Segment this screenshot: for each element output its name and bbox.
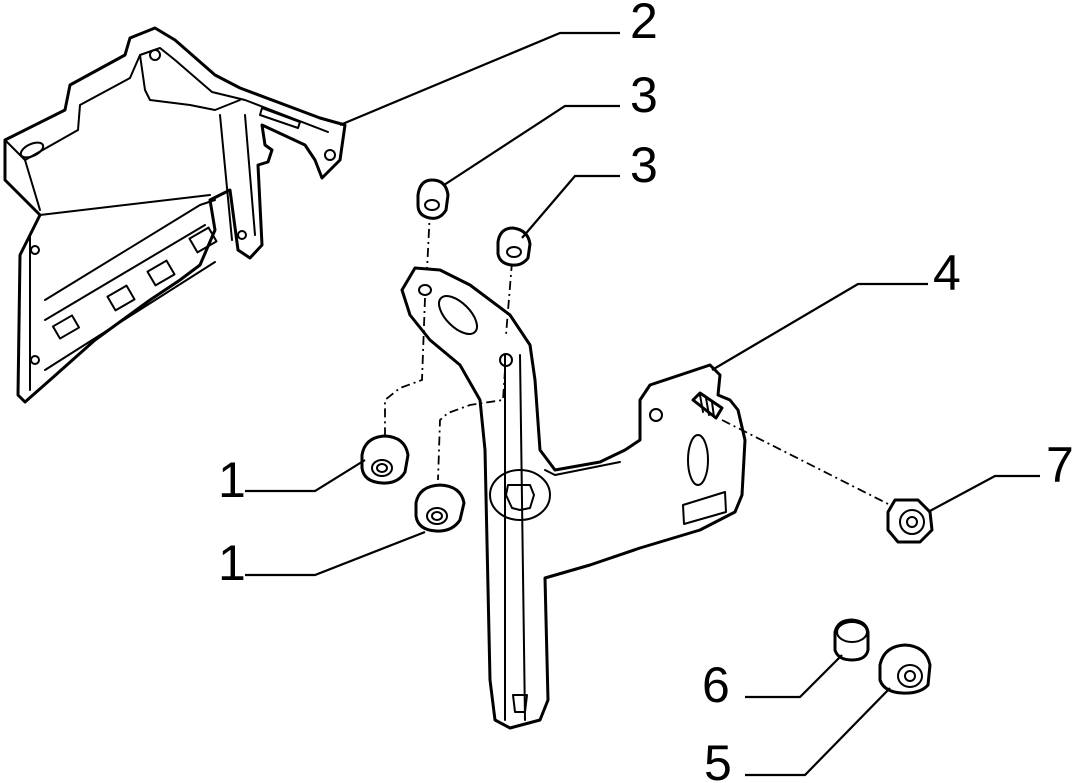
leader-6 <box>745 654 843 699</box>
callout-1b: 1 <box>218 535 246 591</box>
part-7-flange-nut <box>886 498 934 544</box>
callout-3a: 3 <box>630 67 658 123</box>
leader-1b <box>245 530 426 577</box>
leader-1a <box>245 459 366 493</box>
part-5-flange-nut <box>878 643 932 695</box>
part-2-cage-bracket <box>3 26 347 404</box>
callout-numbers: 2 3 3 4 1 1 7 6 5 <box>218 0 1074 783</box>
leader-3b <box>521 174 620 239</box>
part-4-support-plate <box>400 266 747 730</box>
callout-2: 2 <box>630 0 658 49</box>
leader-5 <box>745 687 891 777</box>
leader-3a <box>443 104 620 186</box>
callout-3b: 3 <box>630 137 658 193</box>
part-3-grommet-a <box>416 178 450 220</box>
leader-2 <box>339 31 620 127</box>
callout-1a: 1 <box>218 452 246 508</box>
leader-lines <box>245 31 1040 777</box>
assembly-lines <box>384 209 901 511</box>
leader-7 <box>927 474 1040 513</box>
callout-7: 7 <box>1046 437 1074 493</box>
part-1-mount-a <box>360 434 410 485</box>
part-6-spacer <box>833 618 870 662</box>
callout-6: 6 <box>702 657 730 713</box>
leader-4 <box>711 282 928 371</box>
callout-4: 4 <box>933 245 961 301</box>
part-1-mount-b <box>414 483 466 533</box>
callout-5: 5 <box>704 735 732 783</box>
